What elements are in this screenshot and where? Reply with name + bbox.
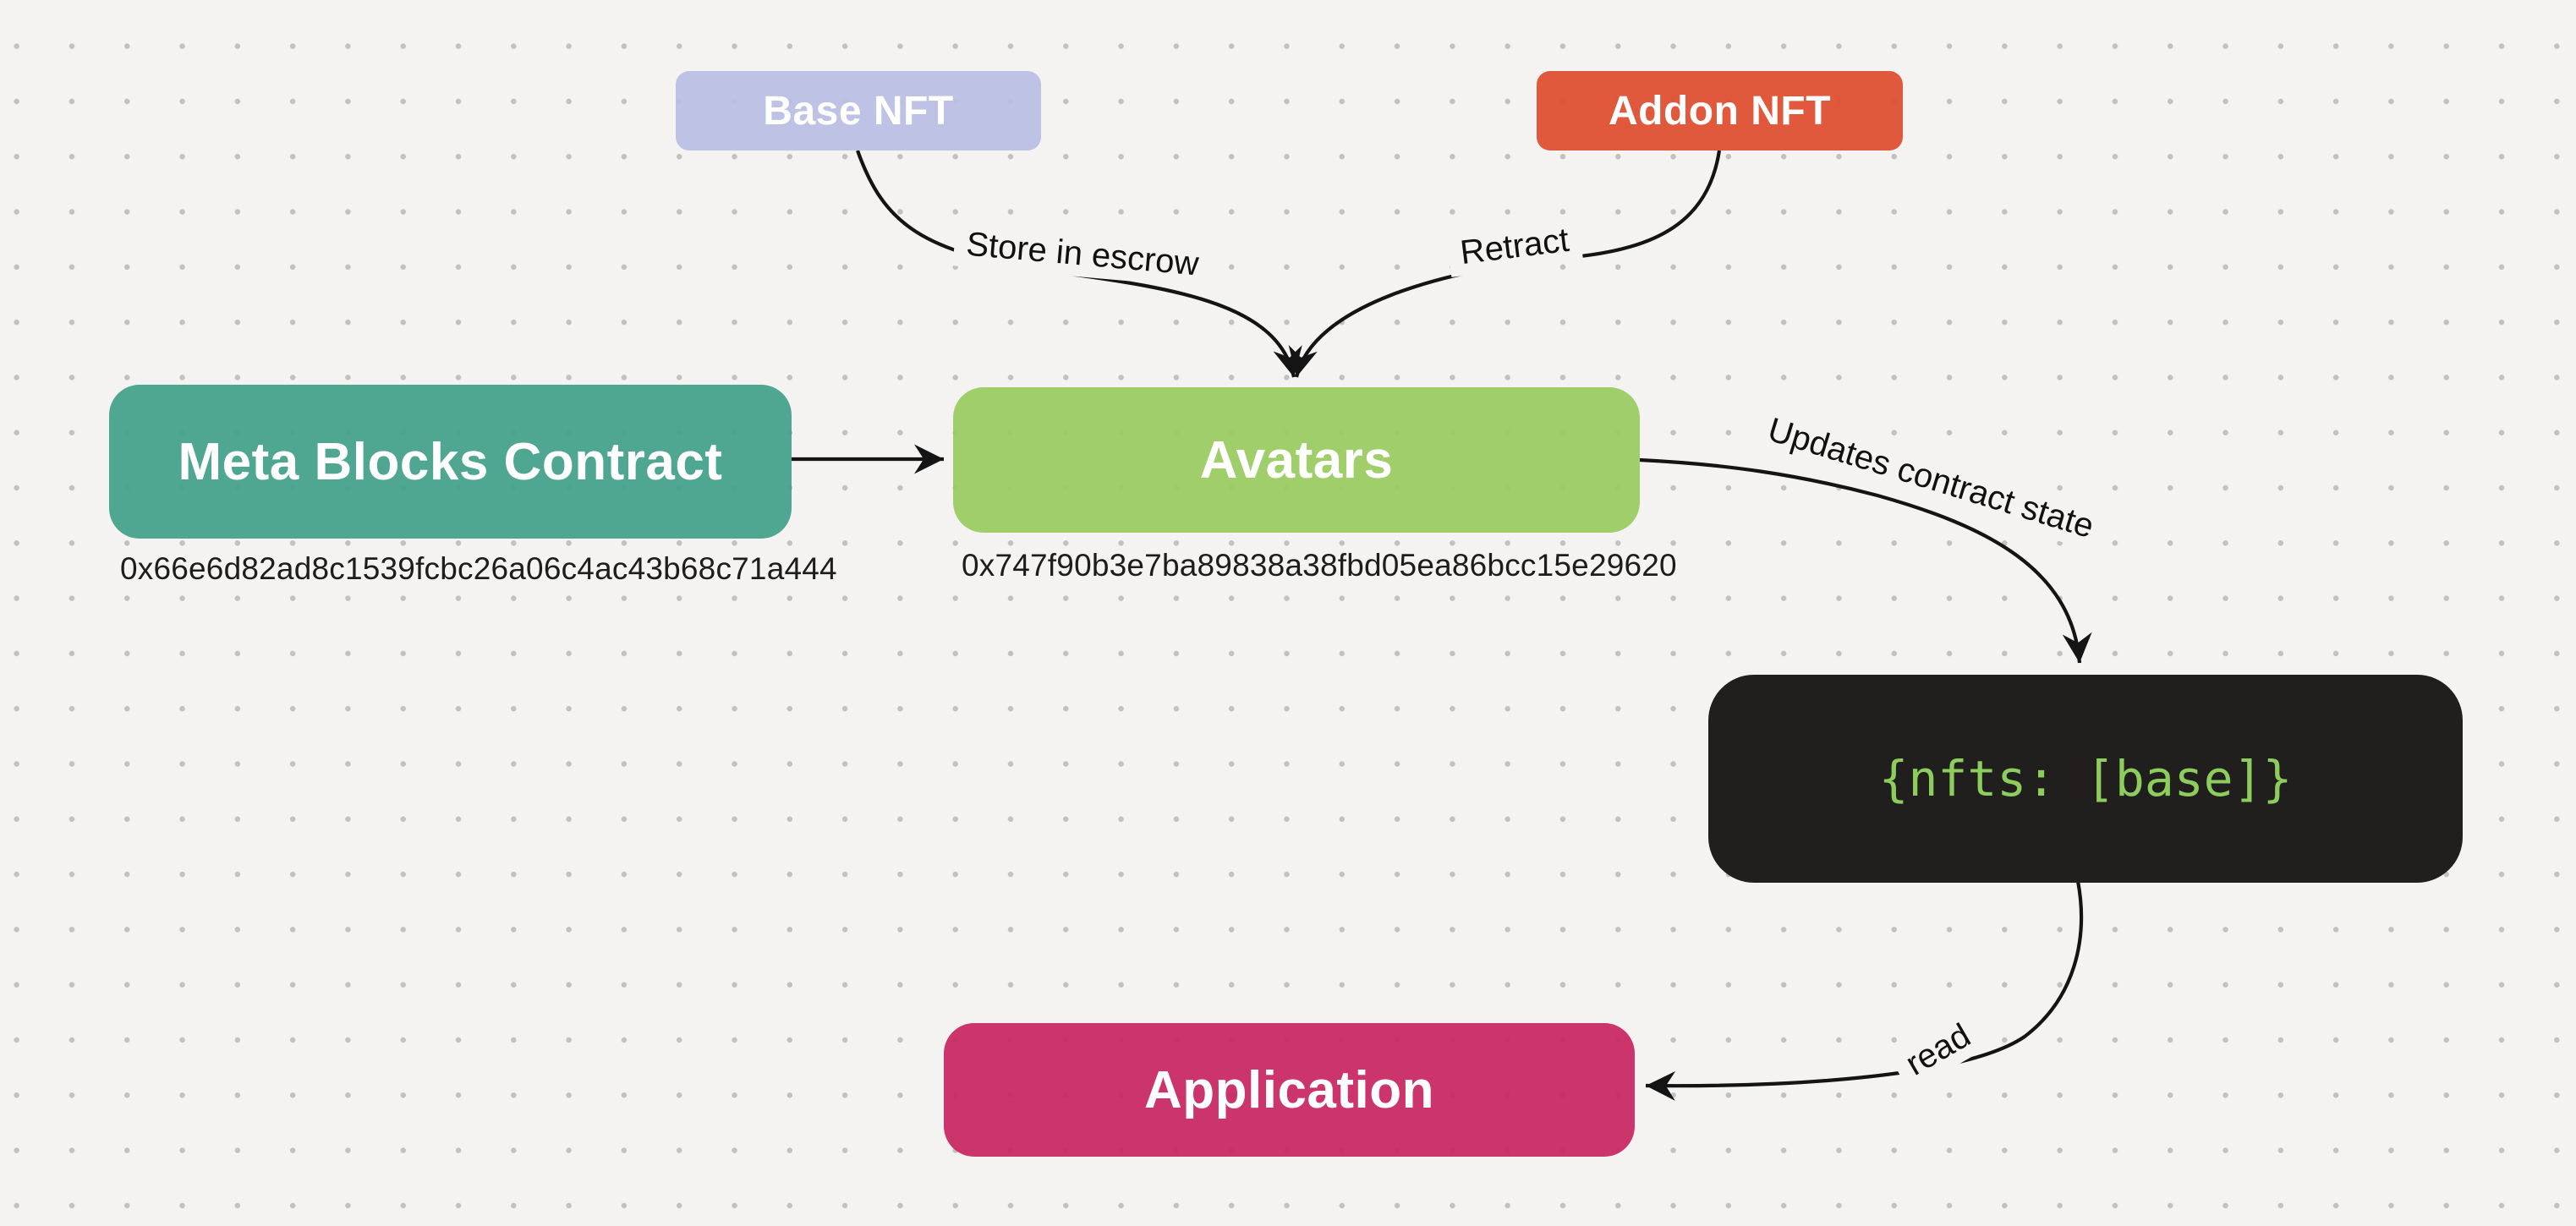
edge-contract-state-to-application[interactable] xyxy=(1645,880,2084,1101)
node-avatars[interactable]: Avatars xyxy=(953,387,1640,533)
edge-avatars-to-contract-state[interactable] xyxy=(1639,457,2092,664)
node-application-label: Application xyxy=(1143,1060,1435,1119)
node-application[interactable]: Application xyxy=(944,1023,1635,1157)
meta-blocks-contract-address: 0x66e6d82ad8c1539fcbc26a06c4ac43b68c71a4… xyxy=(120,551,837,586)
node-base-nft[interactable]: Base NFT xyxy=(676,71,1041,151)
node-addon-nft[interactable]: Addon NFT xyxy=(1537,71,1903,151)
node-meta-blocks-contract[interactable]: Meta Blocks Contract xyxy=(109,385,792,539)
avatars-contract-address: 0x747f90b3e7ba89838a38fbd05ea86bcc15e296… xyxy=(962,548,1677,583)
node-meta-blocks-contract-label: Meta Blocks Contract xyxy=(178,432,723,491)
node-addon-nft-label: Addon NFT xyxy=(1608,88,1832,134)
node-contract-state[interactable]: {nfts: [base]} xyxy=(1708,675,2463,883)
node-contract-state-code: {nfts: [base]} xyxy=(1878,750,2293,807)
node-avatars-label: Avatars xyxy=(1199,430,1394,490)
node-base-nft-label: Base NFT xyxy=(763,88,954,134)
